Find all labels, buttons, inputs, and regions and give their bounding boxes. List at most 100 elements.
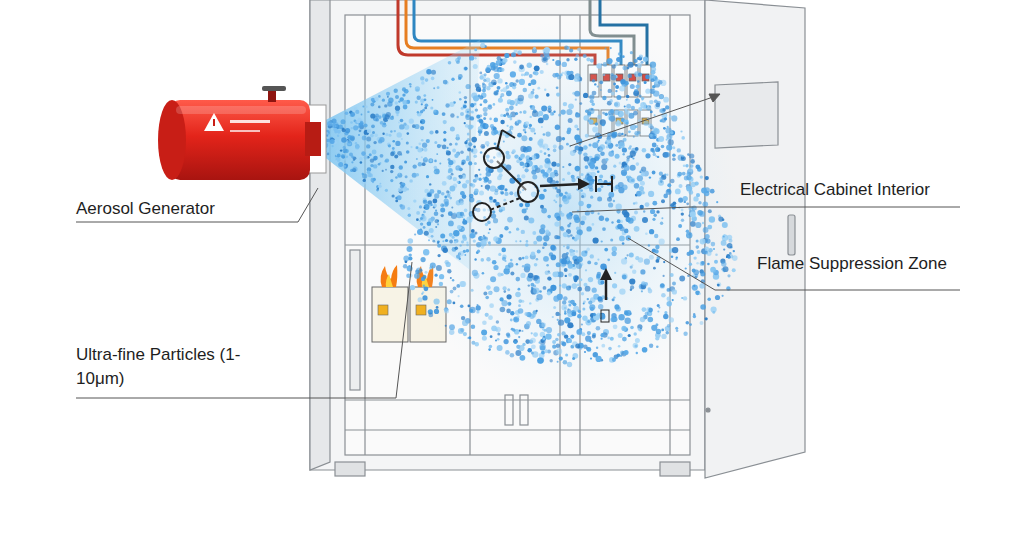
particle bbox=[486, 285, 491, 290]
particle bbox=[500, 190, 504, 194]
particle bbox=[728, 256, 731, 259]
particle bbox=[418, 162, 422, 166]
particle bbox=[540, 205, 544, 209]
particle bbox=[485, 313, 489, 317]
particle bbox=[540, 150, 543, 153]
particle bbox=[544, 152, 547, 155]
particle bbox=[675, 327, 678, 330]
particle bbox=[693, 256, 696, 259]
particle bbox=[559, 204, 562, 207]
particle bbox=[563, 198, 569, 204]
particle bbox=[585, 250, 588, 253]
particle bbox=[659, 239, 665, 245]
particle bbox=[629, 177, 635, 183]
particle bbox=[507, 288, 510, 291]
particle bbox=[505, 108, 509, 112]
particle bbox=[651, 67, 656, 72]
particle bbox=[576, 227, 580, 231]
particle bbox=[435, 226, 437, 228]
particle bbox=[445, 239, 448, 242]
particle bbox=[677, 148, 681, 152]
particle bbox=[476, 115, 480, 119]
particle bbox=[633, 202, 635, 204]
particle bbox=[480, 103, 483, 106]
particle bbox=[431, 70, 436, 75]
particle bbox=[501, 248, 506, 253]
particle bbox=[614, 272, 616, 274]
particle bbox=[555, 201, 557, 203]
particle bbox=[518, 345, 524, 351]
particle bbox=[490, 335, 493, 338]
particle bbox=[469, 194, 474, 199]
particle bbox=[636, 352, 638, 354]
particle bbox=[629, 313, 631, 315]
particle bbox=[450, 277, 452, 279]
particle bbox=[448, 211, 453, 216]
particle bbox=[659, 94, 664, 99]
particle bbox=[601, 281, 605, 285]
particle bbox=[561, 213, 565, 217]
particle bbox=[516, 263, 518, 265]
particle bbox=[587, 320, 590, 323]
particle bbox=[593, 237, 599, 243]
particle bbox=[626, 155, 630, 159]
particle bbox=[634, 183, 640, 189]
particle bbox=[395, 95, 399, 99]
particle bbox=[430, 159, 433, 162]
particle bbox=[542, 328, 544, 330]
particle bbox=[466, 244, 469, 247]
particle bbox=[606, 58, 612, 64]
particle bbox=[382, 123, 387, 128]
particle bbox=[423, 94, 426, 97]
particle bbox=[474, 162, 477, 165]
particle bbox=[500, 58, 503, 61]
particle bbox=[612, 64, 617, 69]
particle bbox=[552, 59, 554, 61]
particle bbox=[558, 313, 560, 315]
particle bbox=[619, 162, 622, 165]
particle bbox=[501, 191, 504, 194]
particle bbox=[561, 259, 567, 265]
particle bbox=[600, 119, 606, 125]
particle bbox=[530, 338, 536, 344]
particle bbox=[623, 153, 625, 155]
particle bbox=[672, 282, 676, 286]
particle bbox=[420, 76, 424, 80]
particle bbox=[664, 117, 667, 120]
particle bbox=[468, 336, 471, 339]
particle bbox=[375, 134, 378, 137]
particle bbox=[413, 199, 416, 202]
particle bbox=[442, 181, 447, 186]
particle bbox=[520, 111, 522, 113]
particle bbox=[628, 334, 631, 337]
particle bbox=[624, 229, 629, 234]
particle bbox=[553, 306, 556, 309]
particle bbox=[464, 96, 467, 99]
particle bbox=[439, 163, 441, 165]
particle bbox=[449, 324, 455, 330]
particle bbox=[543, 189, 546, 192]
particle bbox=[464, 254, 466, 256]
particle bbox=[439, 274, 444, 279]
particle bbox=[608, 192, 614, 198]
particle bbox=[380, 154, 384, 158]
particle bbox=[464, 209, 468, 213]
particle bbox=[679, 184, 683, 188]
particle bbox=[682, 172, 686, 176]
particle bbox=[621, 166, 624, 169]
particle bbox=[455, 165, 460, 170]
particle bbox=[586, 58, 590, 62]
particle bbox=[711, 242, 716, 247]
particle bbox=[498, 253, 501, 256]
particle bbox=[409, 179, 413, 183]
particle bbox=[611, 221, 613, 223]
particle bbox=[662, 108, 666, 112]
particle bbox=[392, 140, 395, 143]
particle bbox=[502, 257, 506, 261]
particle bbox=[574, 217, 580, 223]
particle bbox=[489, 303, 494, 308]
particle bbox=[428, 239, 430, 241]
particle bbox=[670, 131, 673, 134]
particle-cloud bbox=[319, 43, 738, 367]
particle bbox=[546, 132, 551, 137]
